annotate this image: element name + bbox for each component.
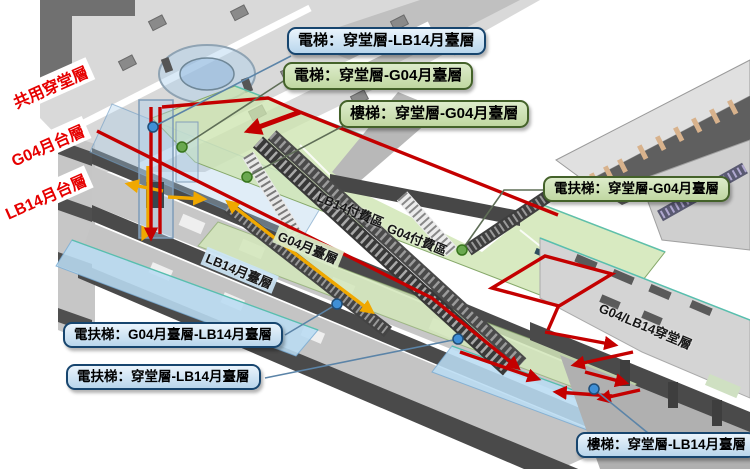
route-red	[96, 96, 641, 404]
escalators-and-stairs	[223, 130, 552, 376]
callout-stairs-concourse-lb14: 樓梯：穿堂層-LB14月臺層	[576, 432, 750, 459]
callout-elevator-concourse-lb14: 電梯：穿堂層-LB14月臺層	[287, 27, 486, 55]
callout-elevator-concourse-g04: 電梯：穿堂層-G04月臺層	[283, 62, 474, 90]
callout-escalator-concourse-g04: 電扶梯：穿堂層-G04月臺層	[543, 176, 731, 203]
callout-escalator-concourse-lb14: 電扶梯：穿堂層-LB14月臺層	[66, 364, 261, 391]
callout-escalator-g04-lb14: 電扶梯：G04月臺層-LB14月臺層	[63, 322, 284, 349]
leader-dots	[147, 121, 600, 395]
callout-stairs-concourse-g04: 樓梯：穿堂層-G04月臺層	[339, 100, 530, 128]
callout-leaders	[147, 55, 649, 434]
